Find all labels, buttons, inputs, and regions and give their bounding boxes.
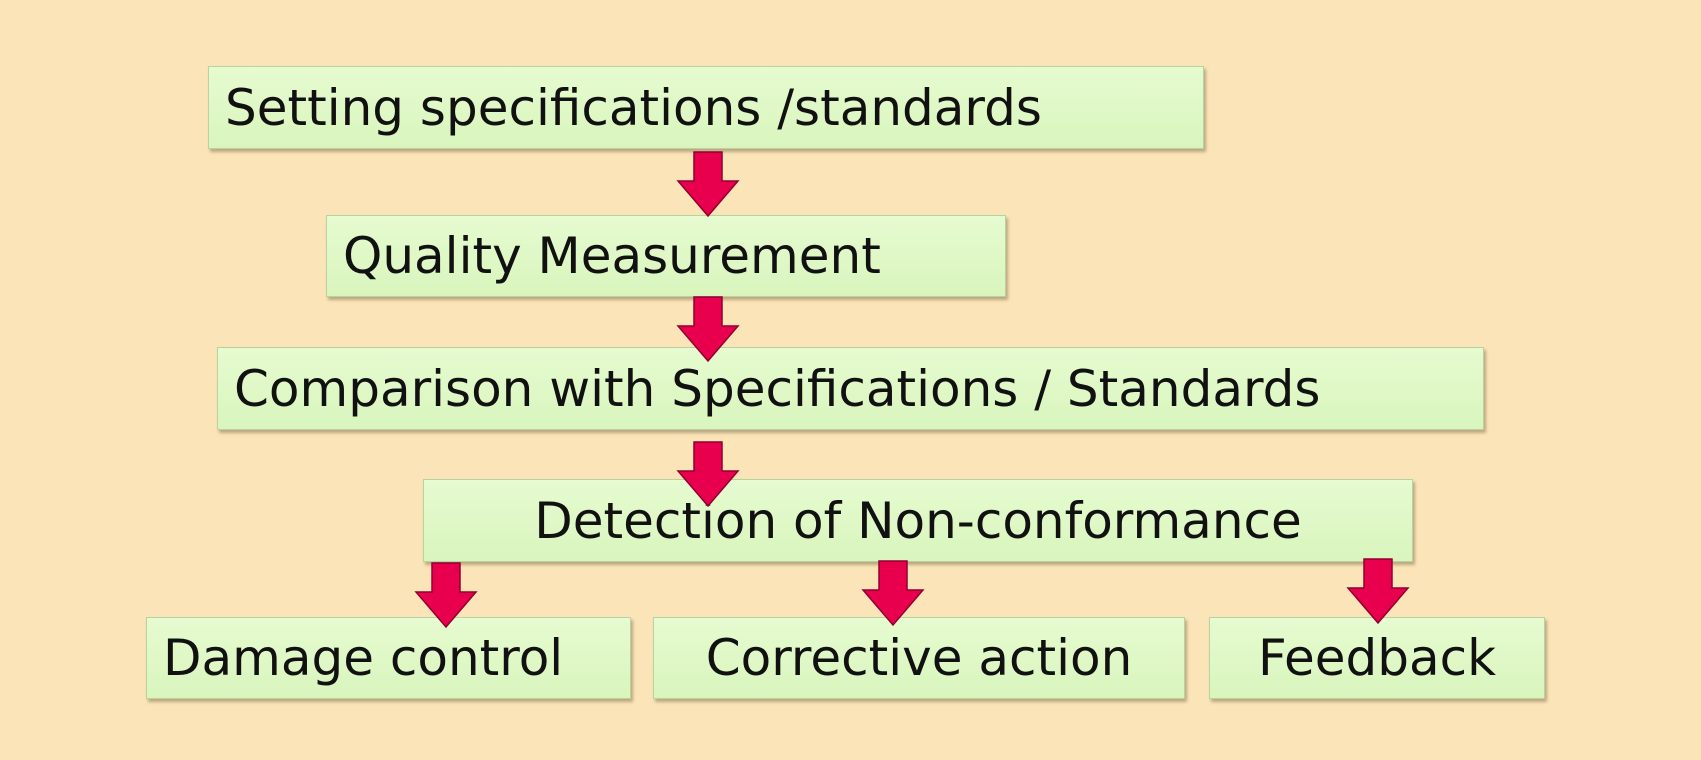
step-label: Corrective action (705, 629, 1133, 687)
step-feedback: Feedback (1209, 617, 1545, 699)
step-comparison: Comparison with Specifications / Standar… (217, 347, 1484, 430)
step-label: Comparison with Specifications / Standar… (234, 359, 1321, 418)
down-arrow-icon (414, 562, 478, 629)
step-label: Feedback (1257, 629, 1497, 687)
step-setting-specifications: Setting specifications /standards (208, 66, 1204, 149)
down-arrow-icon (676, 441, 740, 508)
step-corrective-action: Corrective action (653, 617, 1185, 699)
down-arrow-icon (861, 560, 925, 627)
down-arrow-icon (676, 296, 740, 363)
step-quality-measurement: Quality Measurement (326, 215, 1006, 297)
down-arrow-icon (676, 151, 740, 218)
down-arrow-icon (1346, 558, 1410, 625)
step-label: Detection of Non-conformance (534, 491, 1302, 550)
step-label: Quality Measurement (343, 227, 881, 285)
step-label: Setting specifications /standards (225, 78, 1042, 137)
step-label: Damage control (163, 629, 564, 687)
step-damage-control: Damage control (146, 617, 631, 699)
step-detection-non-conformance: Detection of Non-conformance (423, 479, 1413, 562)
